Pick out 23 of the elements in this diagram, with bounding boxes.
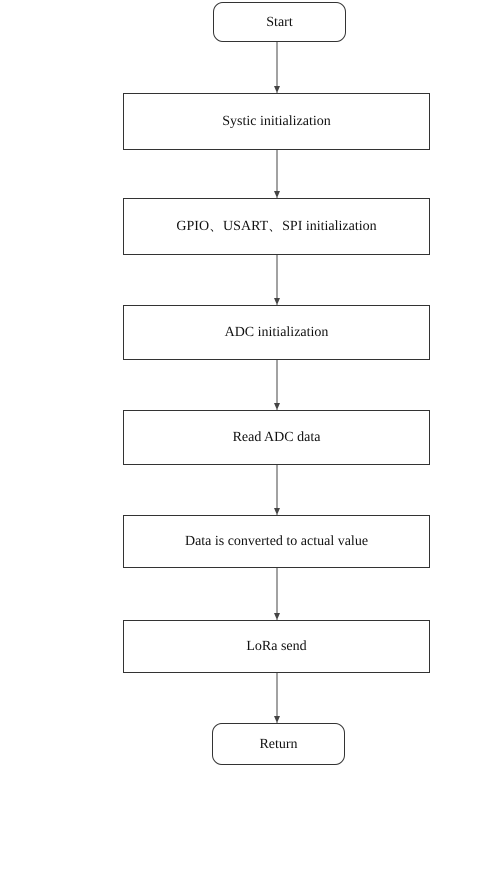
arrow xyxy=(274,150,280,198)
box-label: Data is converted to actual value xyxy=(184,533,370,551)
box-label: Start xyxy=(265,14,294,32)
arrow xyxy=(274,672,280,724)
process-box xyxy=(123,93,430,150)
arrow xyxy=(274,360,280,410)
box-label: GPIO、USART、SPI initialization xyxy=(175,218,378,236)
arrow xyxy=(274,42,280,94)
terminal-box xyxy=(213,2,346,42)
process-box xyxy=(123,305,430,360)
arrow xyxy=(274,464,280,516)
arrow xyxy=(274,254,280,306)
process-box xyxy=(123,198,430,255)
arrow xyxy=(274,568,280,620)
process-box xyxy=(123,410,430,465)
box-label: Return xyxy=(258,736,299,754)
terminal-box xyxy=(212,723,345,765)
box-label: LoRa send xyxy=(245,638,308,656)
box-label: ADC initialization xyxy=(224,324,330,342)
box-label: Systic initialization xyxy=(221,113,332,131)
process-box xyxy=(123,620,430,673)
box-label: Read ADC data xyxy=(232,429,322,447)
process-box xyxy=(123,515,430,568)
